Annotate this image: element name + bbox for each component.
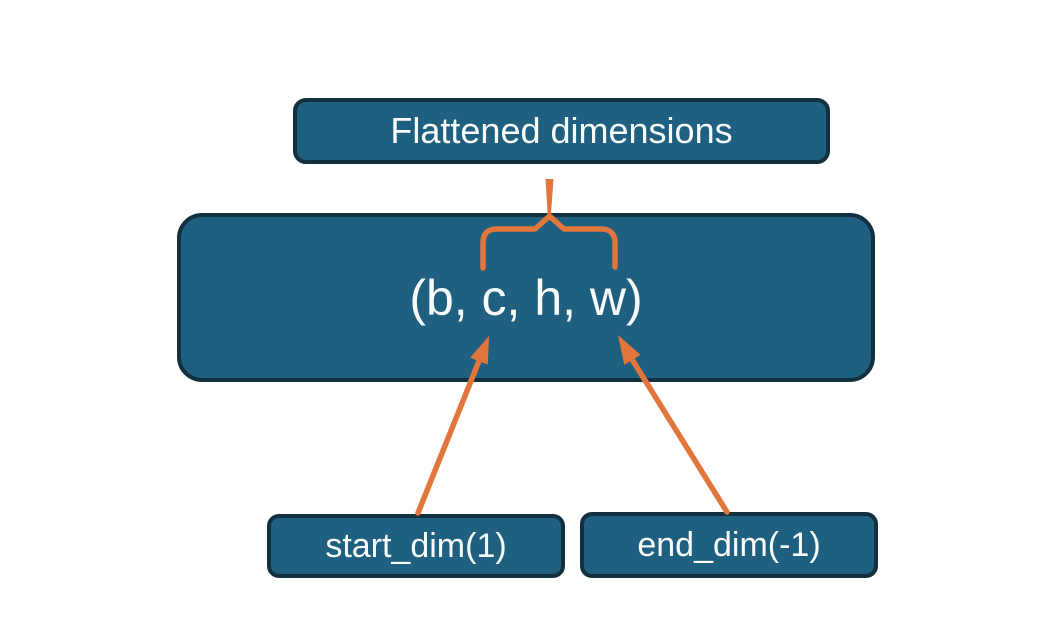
flattened-dimensions-box: Flattened dimensions <box>293 98 830 164</box>
tensor-shape-box: (b, c, h, w) <box>177 213 875 382</box>
start-dim-box: start_dim(1) <box>267 514 565 578</box>
end-dim-label: end_dim(-1) <box>637 525 821 564</box>
start-dim-label: start_dim(1) <box>325 526 507 565</box>
tensor-shape-label: (b, c, h, w) <box>409 269 643 326</box>
flattened-dimensions-label: Flattened dimensions <box>390 110 733 151</box>
end-dim-box: end_dim(-1) <box>580 512 878 578</box>
